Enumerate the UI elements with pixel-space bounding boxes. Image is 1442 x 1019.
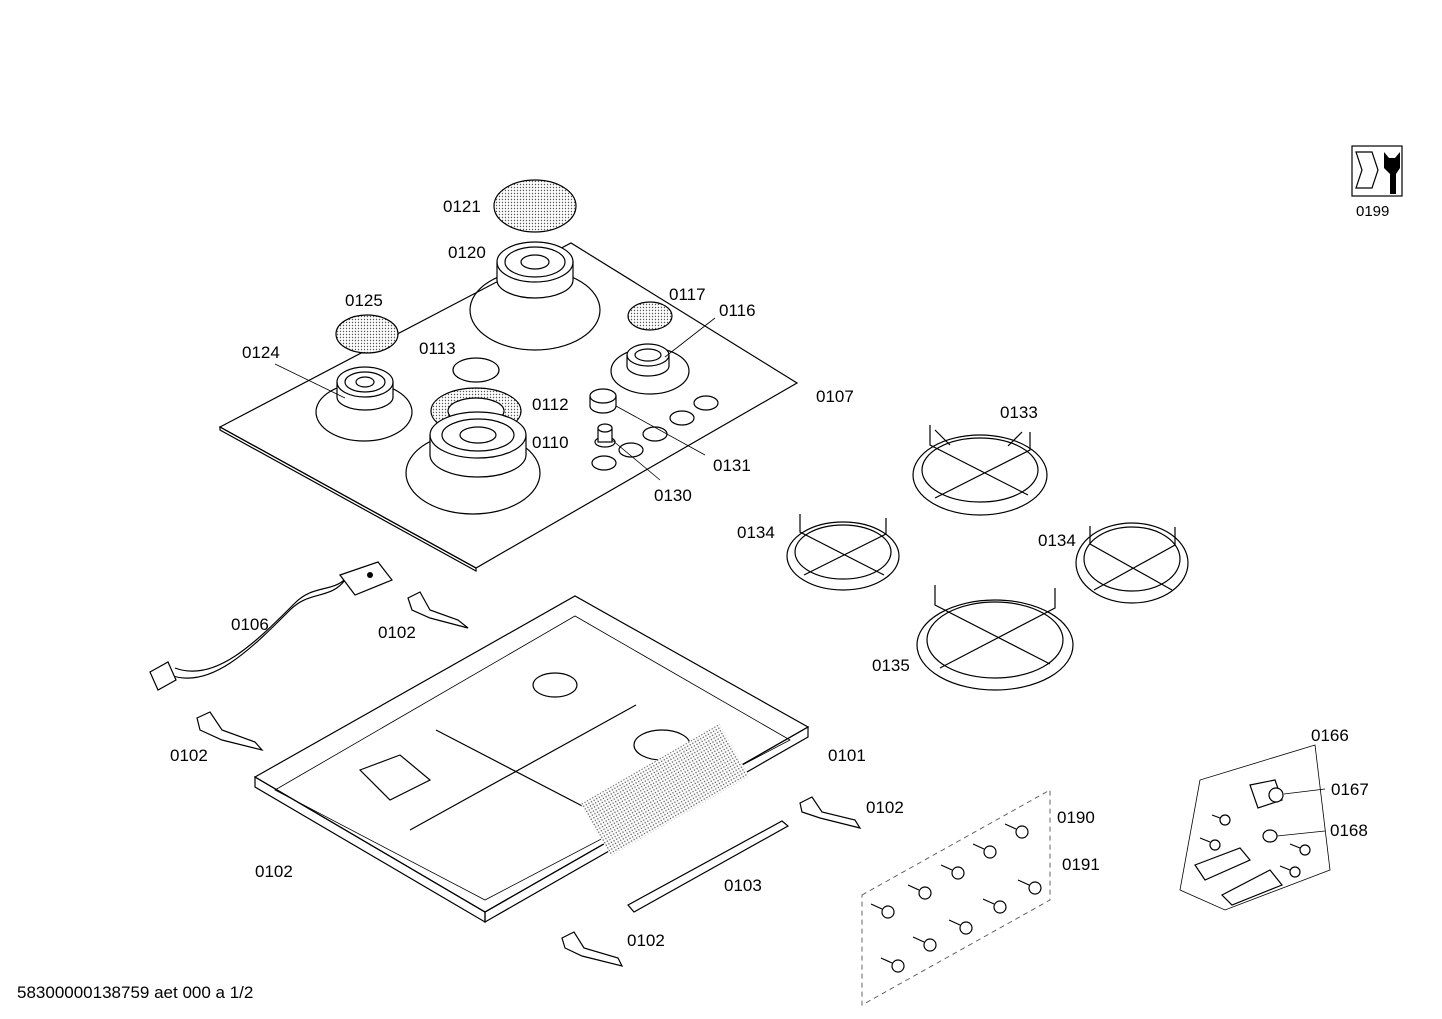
gas-connector-kit: [1194, 779, 1311, 906]
part-label-0167: 0167: [1331, 780, 1369, 799]
part-label-0101: 0101: [828, 746, 866, 765]
gas-kit-frame: [1179, 744, 1331, 911]
knob-shaft-0130: [594, 423, 616, 448]
part-label-0110: 0110: [532, 433, 569, 452]
part-label-0117: 0117: [669, 285, 706, 304]
part-label-0168: 0168: [1330, 821, 1368, 840]
part-label-0134-right: 0134: [1038, 531, 1076, 550]
document-footer-id: 58300000138759 aet 000 a 1/2: [17, 983, 253, 1002]
burner-cap-large: [493, 179, 577, 233]
mounting-clip-2: [196, 711, 264, 752]
part-label-0166: 0166: [1311, 726, 1349, 745]
part-label-0102-c: 0102: [866, 798, 904, 817]
mounting-clip-1: [407, 591, 469, 629]
burner-head-0124: [336, 366, 394, 411]
burner-head-0116: [626, 343, 670, 377]
service-wrench-icon: [1351, 145, 1403, 197]
pan-support-0134-left: [786, 514, 900, 591]
part-label-0190: 0190: [1057, 808, 1095, 827]
part-label-0102-d: 0102: [255, 862, 293, 881]
part-label-0102-e: 0102: [627, 931, 665, 950]
seal-strip: [627, 820, 790, 913]
part-label-0112: 0112: [532, 395, 569, 414]
screw-group-frame: [861, 789, 1051, 1006]
pan-support-0135: [916, 585, 1074, 691]
part-label-0116: 0116: [719, 301, 756, 320]
part-label-0103: 0103: [724, 876, 762, 895]
part-label-0120: 0120: [448, 243, 486, 262]
mounting-clip-4: [561, 931, 624, 967]
screw-set: [870, 823, 1042, 973]
part-label-0199: 0199: [1356, 203, 1389, 220]
part-label-0134-left: 0134: [737, 523, 775, 542]
base-tray: [253, 595, 810, 924]
burner-head-0120: [496, 241, 574, 299]
control-knob-0131: [589, 388, 617, 414]
part-label-0113: 0113: [419, 339, 456, 358]
part-label-0102-a: 0102: [378, 623, 416, 642]
burner-cap-small: [627, 301, 673, 331]
part-label-0130: 0130: [654, 486, 692, 505]
pan-support-0133: [912, 425, 1048, 516]
part-label-0125: 0125: [345, 291, 383, 310]
wok-burner-0110: [429, 357, 527, 478]
part-label-0135: 0135: [872, 656, 910, 675]
leader-lines: [274, 317, 1326, 837]
power-cord: [149, 561, 393, 691]
part-label-0191: 0191: [1062, 855, 1100, 874]
pan-support-0134-right: [1075, 522, 1189, 604]
part-label-0124: 0124: [242, 343, 280, 362]
part-label-0106: 0106: [231, 615, 269, 634]
part-label-0133: 0133: [1000, 403, 1038, 422]
burner-cap-medium: [335, 314, 399, 354]
part-label-0131: 0131: [713, 456, 751, 475]
part-label-0102-b: 0102: [170, 746, 208, 765]
part-label-0107: 0107: [816, 387, 854, 406]
part-label-0121: 0121: [443, 197, 481, 216]
mounting-clip-3: [799, 796, 862, 829]
